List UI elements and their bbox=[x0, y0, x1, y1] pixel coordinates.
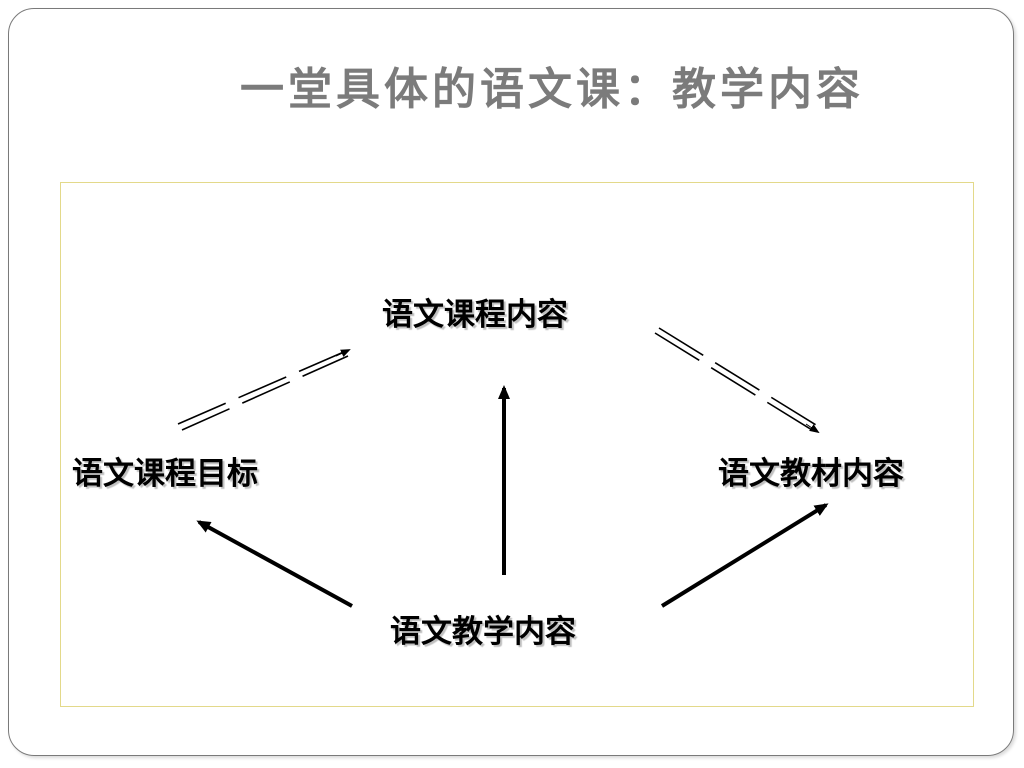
node-course-content: 语文课程内容 bbox=[382, 297, 568, 333]
edge-goal-to-course-content bbox=[177, 349, 351, 431]
node-textbook-content: 语文教材内容 bbox=[718, 456, 904, 492]
edge-course-content-to-textbook bbox=[654, 327, 820, 434]
diagram-container bbox=[60, 182, 974, 707]
edge-teaching-to-goal bbox=[196, 520, 353, 608]
node-teaching-content: 语文教学内容 bbox=[390, 614, 576, 650]
slide-title: 一堂具体的语文课：教学内容 bbox=[240, 64, 864, 115]
edge-teaching-to-textbook bbox=[660, 503, 829, 608]
slide-frame bbox=[8, 8, 1014, 756]
node-course-goal: 语文课程目标 bbox=[72, 456, 258, 492]
